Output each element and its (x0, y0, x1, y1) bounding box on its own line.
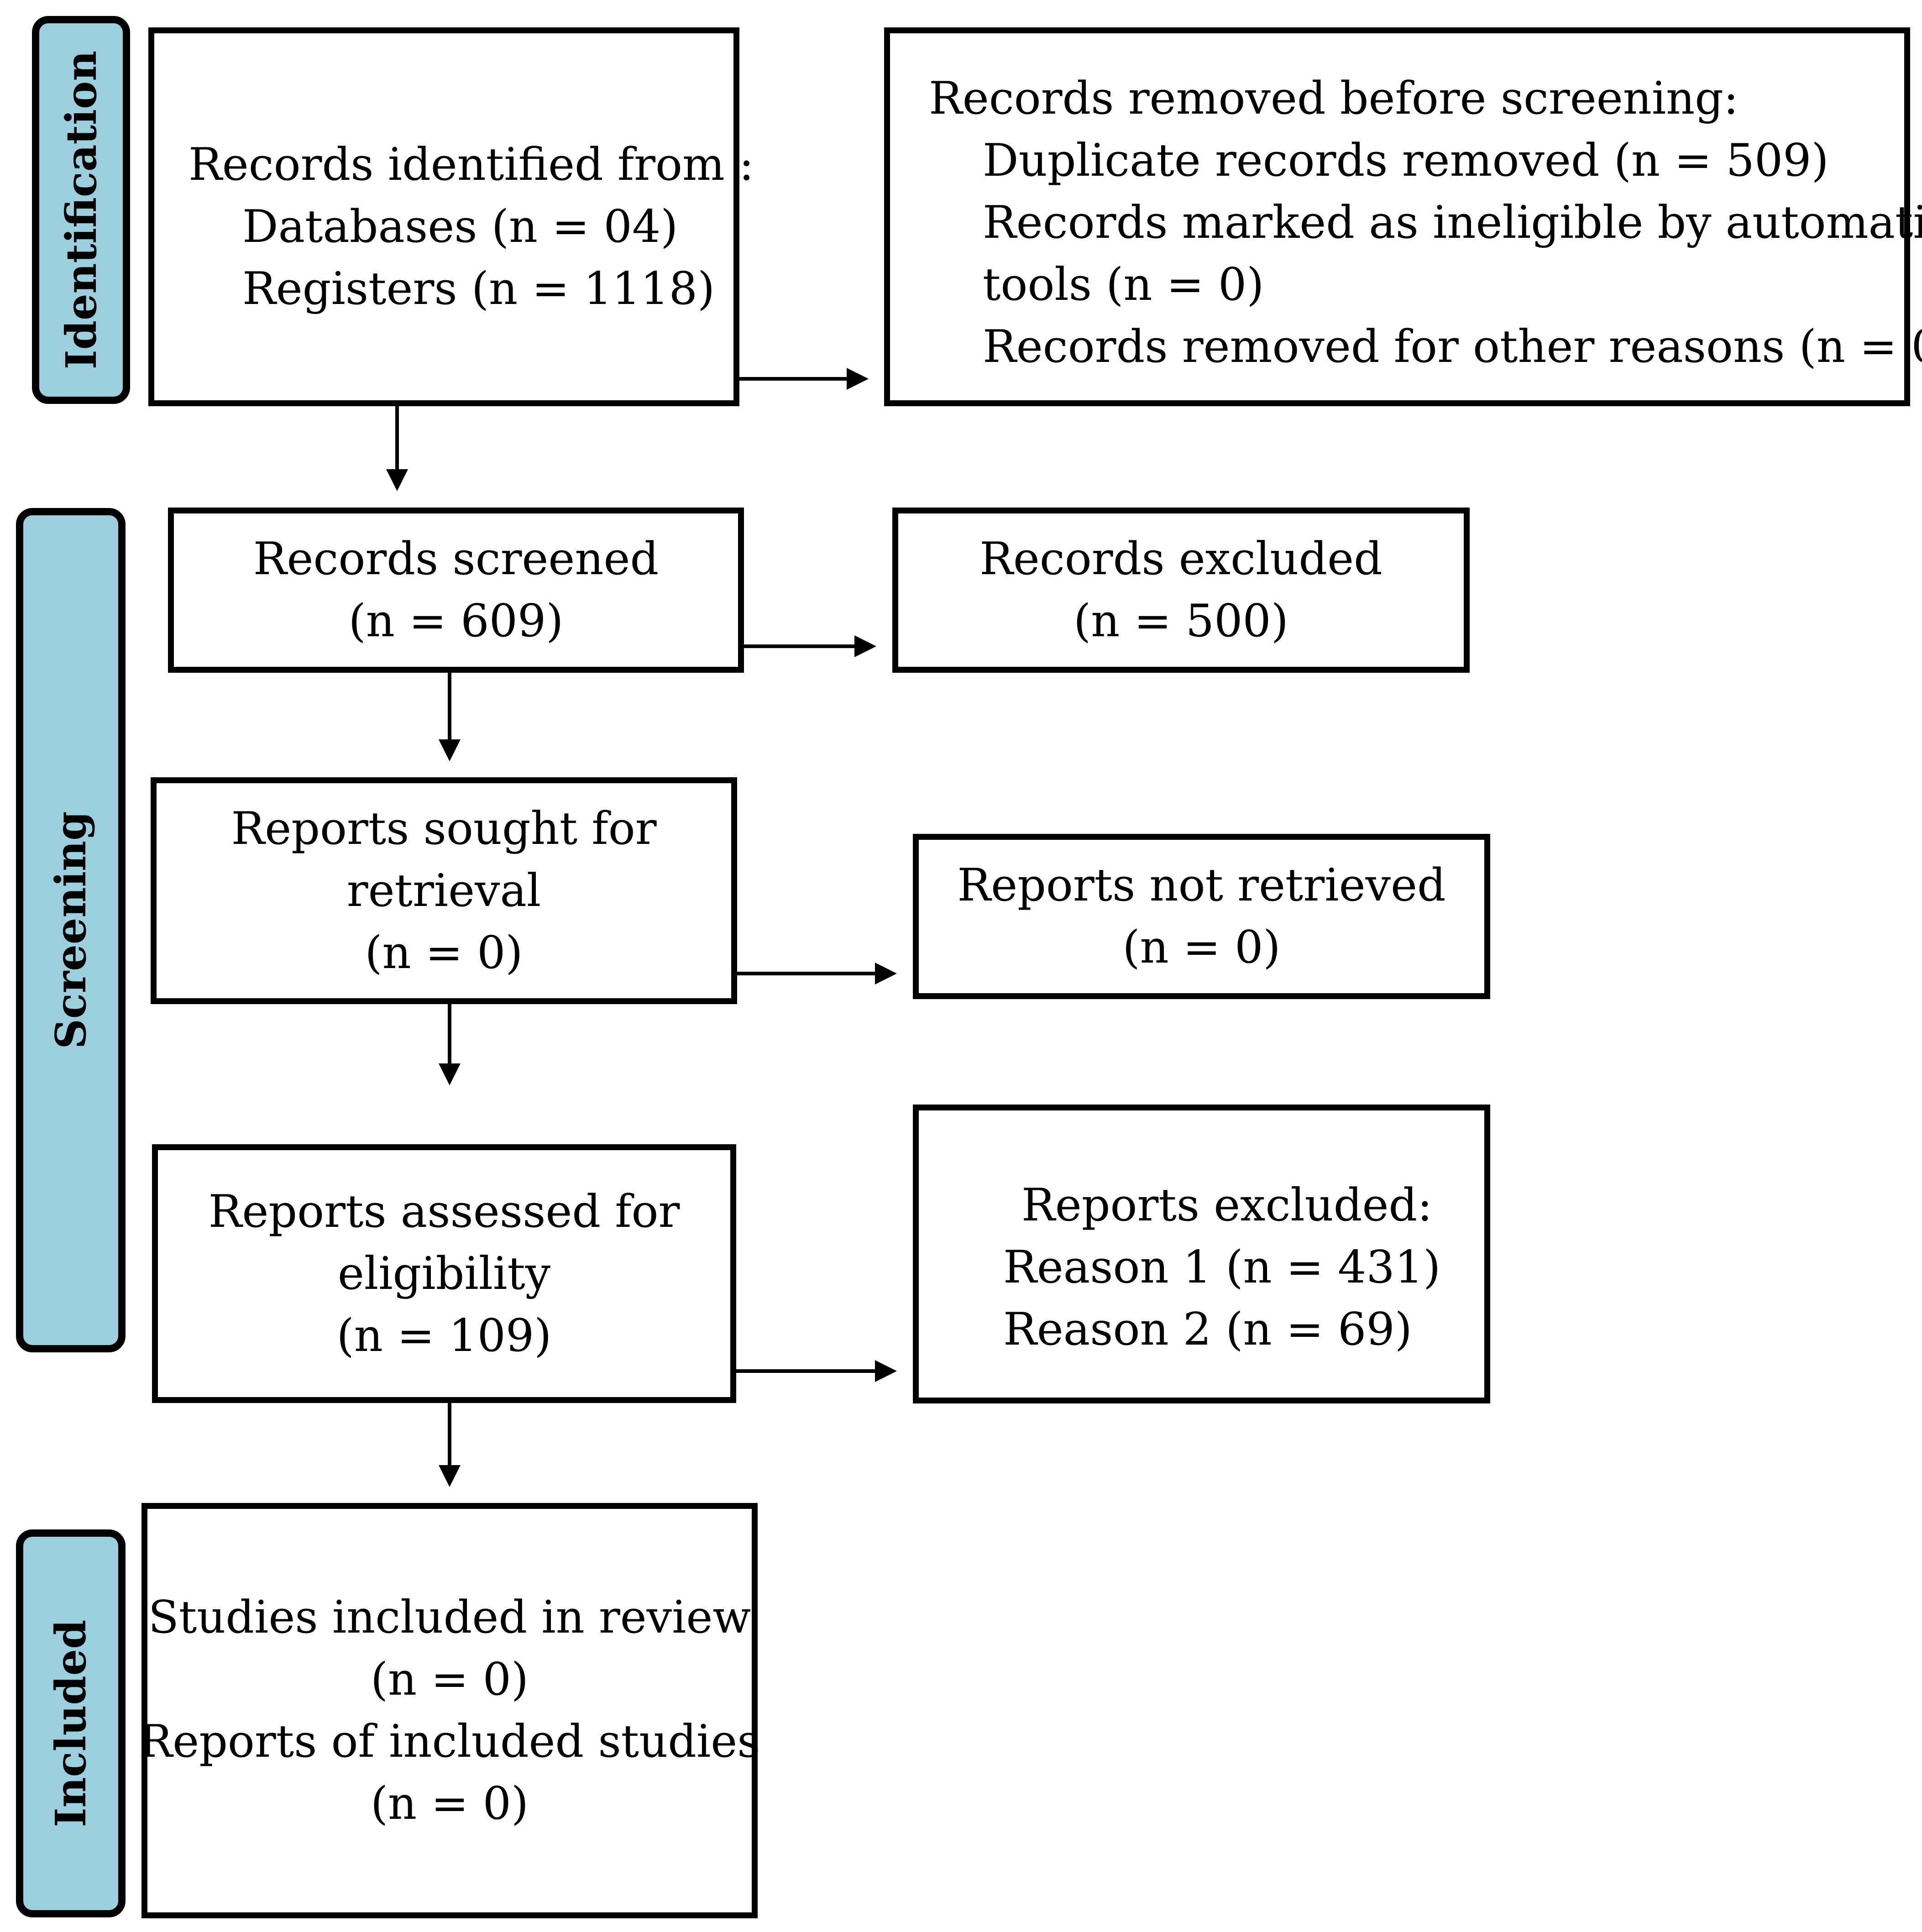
reports-sought-count: (n = 0) (365, 927, 523, 979)
reason-1-count: Reason 1 (n = 431) (1003, 1241, 1441, 1293)
stage-screening-label: Screening (46, 811, 95, 1049)
studies-included-count: (n = 0) (370, 1654, 529, 1706)
records-excluded-title: Records excluded (979, 533, 1383, 585)
reports-assessed-count: (n = 109) (336, 1309, 552, 1362)
records-identified-title: Records identified from : (189, 139, 754, 191)
stage-included-label: Included (46, 1619, 95, 1827)
records-screened-count: (n = 609) (348, 595, 564, 647)
reports-excluded-box: Reports excluded: Reason 1 (n = 431) Rea… (913, 1105, 1490, 1403)
records-removed-box: Records removed before screening: Duplic… (884, 27, 1922, 406)
reports-assessed-title-2: eligibility (337, 1247, 551, 1300)
reports-not-retrieved-box: Reports not retrieved (n = 0) (913, 834, 1490, 999)
records-identified-box: Records identified from : Databases (n =… (148, 27, 754, 406)
reason-2-count: Reason 2 (n = 69) (1003, 1304, 1412, 1356)
included-box: Studies included in review (n = 0) Repor… (139, 1503, 760, 1918)
reports-sought-title: Reports sought for (231, 802, 657, 855)
reports-assessed-title: Reports assessed for (208, 1185, 680, 1238)
records-excluded-count: (n = 500) (1073, 595, 1289, 647)
reports-included-count: (n = 0) (370, 1778, 529, 1830)
records-excluded-box: Records excluded (n = 500) (892, 508, 1470, 673)
automation-ineligible-count: tools (n = 0) (983, 259, 1264, 311)
duplicates-removed: Duplicate records removed (n = 509) (983, 135, 1829, 187)
records-screened-title: Records screened (253, 533, 659, 585)
reports-not-retrieved-title: Reports not retrieved (957, 859, 1446, 911)
stage-screening: Screening (16, 508, 126, 1352)
reports-not-retrieved-count: (n = 0) (1122, 921, 1281, 974)
reports-included: Reports of included studies (139, 1716, 760, 1768)
stage-included: Included (16, 1529, 126, 1917)
other-reasons-removed: Records removed for other reasons (n = 0… (983, 321, 1922, 373)
reports-sought-box: Reports sought for retrieval (n = 0) (151, 777, 737, 1004)
records-removed-title: Records removed before screening: (929, 73, 1739, 125)
automation-ineligible: Records marked as ineligible by automati… (983, 197, 1922, 249)
reports-sought-title-2: retrieval (346, 864, 541, 917)
stage-identification-label: Identification (56, 50, 106, 370)
records-screened-box: Records screened (n = 609) (168, 508, 744, 673)
stage-identification: Identification (32, 16, 130, 404)
registers-count: Registers (n = 1118) (242, 263, 715, 315)
reports-excluded-title: Reports excluded: (1021, 1179, 1433, 1231)
databases-count: Databases (n = 04) (242, 201, 678, 253)
reports-assessed-box: Reports assessed for eligibility (n = 10… (152, 1144, 736, 1403)
studies-included: Studies included in review (148, 1592, 751, 1644)
